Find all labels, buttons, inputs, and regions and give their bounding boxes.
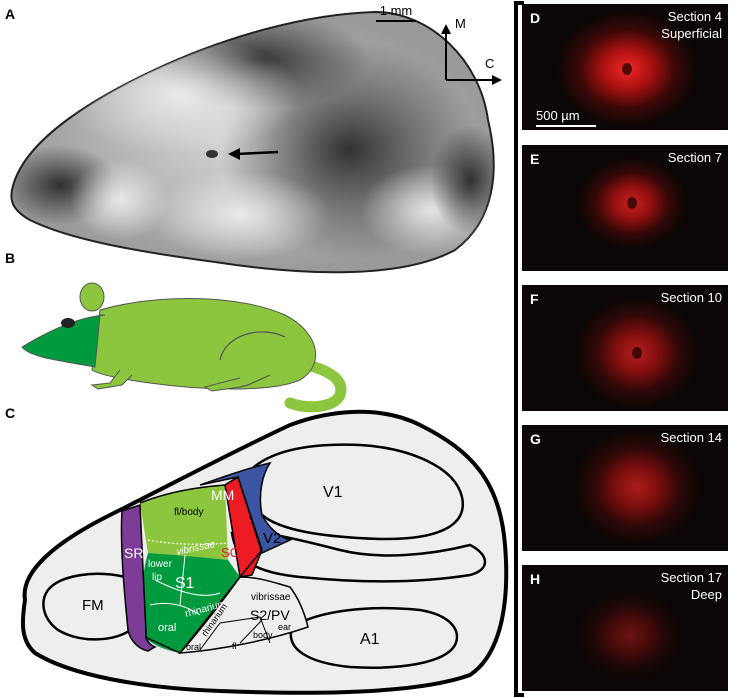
scale-bar-label-d: 500 µm (536, 108, 580, 123)
label-sc: SC (221, 545, 239, 560)
axis-c-label: C (485, 56, 494, 71)
section-label-line: Superficial (661, 26, 722, 41)
label-s2-ear: ear (278, 622, 291, 632)
label-lower: lower (148, 559, 173, 570)
fluorescent-label-spot (565, 425, 709, 551)
fluorescence-panel-f: F Section 10 (522, 285, 728, 411)
section-label-line: Section 14 (660, 430, 722, 445)
label-v2: V2 (263, 530, 281, 547)
panel-letter-c: C (5, 405, 16, 421)
panel-letter-h: H (530, 571, 541, 587)
section-label: Section 14 (661, 429, 722, 446)
panel-letter-b: B (5, 250, 16, 266)
section-label-line: Deep (690, 587, 722, 602)
section-label-line: Section 4 (667, 9, 722, 24)
panel-letter-f: F (530, 291, 539, 307)
label-s2pv: S2/PV (250, 607, 290, 623)
label-lip: lip (152, 572, 162, 583)
section-label-line: Section 17 (660, 570, 722, 585)
label-s2-vibrissae: vibrissae (251, 592, 291, 603)
label-sr: SR (124, 545, 143, 561)
axis-m-label: M (455, 16, 466, 31)
scale-bar-line (536, 125, 596, 127)
label-fl-body: fl/body (174, 507, 203, 518)
fluorescent-label-spot (570, 583, 690, 687)
label-oral: oral (158, 622, 176, 634)
section-label: Section 10 (661, 289, 722, 306)
label-s2-body: body (253, 630, 273, 640)
label-mm: MM (211, 487, 234, 503)
injection-core (632, 347, 642, 359)
injection-core (622, 63, 632, 75)
section-label: Section 7 (668, 149, 722, 166)
panel-letter-e: E (530, 151, 540, 167)
scale-bar-label-a: 1 mm (380, 3, 413, 18)
panel-c-cortical-map: FM SR fl/body lower lip vibrissae S1 rhi… (20, 409, 509, 695)
panel-b-mouse-illustration (21, 282, 347, 413)
section-label-line: Section 10 (660, 290, 722, 305)
fluorescence-panel-g: G Section 14 (522, 425, 728, 551)
section-label: Section 17 Deep (661, 569, 722, 603)
panel-letter-g: G (530, 431, 541, 447)
fluorescence-panel-d: D Section 4 Superficial 500 µm (522, 4, 728, 130)
label-s2-oral: oral (186, 642, 201, 652)
panel-a-cortex-section: 1 mm M C (10, 3, 502, 274)
section-label-line: Section 7 (667, 150, 722, 165)
label-a1: A1 (360, 631, 380, 648)
label-s2-fl: fl (232, 641, 237, 651)
injection-core (627, 197, 637, 209)
label-s1: S1 (175, 575, 195, 592)
section-label: Section 4 Superficial (661, 8, 722, 42)
panel-letter-d: D (530, 10, 541, 26)
fluorescence-bracket (514, 1, 524, 697)
fluorescence-panel-e: E Section 7 (522, 145, 728, 271)
label-fm: FM (82, 597, 104, 614)
panel-letter-a: A (5, 6, 16, 22)
label-v1: V1 (323, 484, 343, 501)
fluorescence-panel-h: H Section 17 Deep (522, 565, 728, 691)
